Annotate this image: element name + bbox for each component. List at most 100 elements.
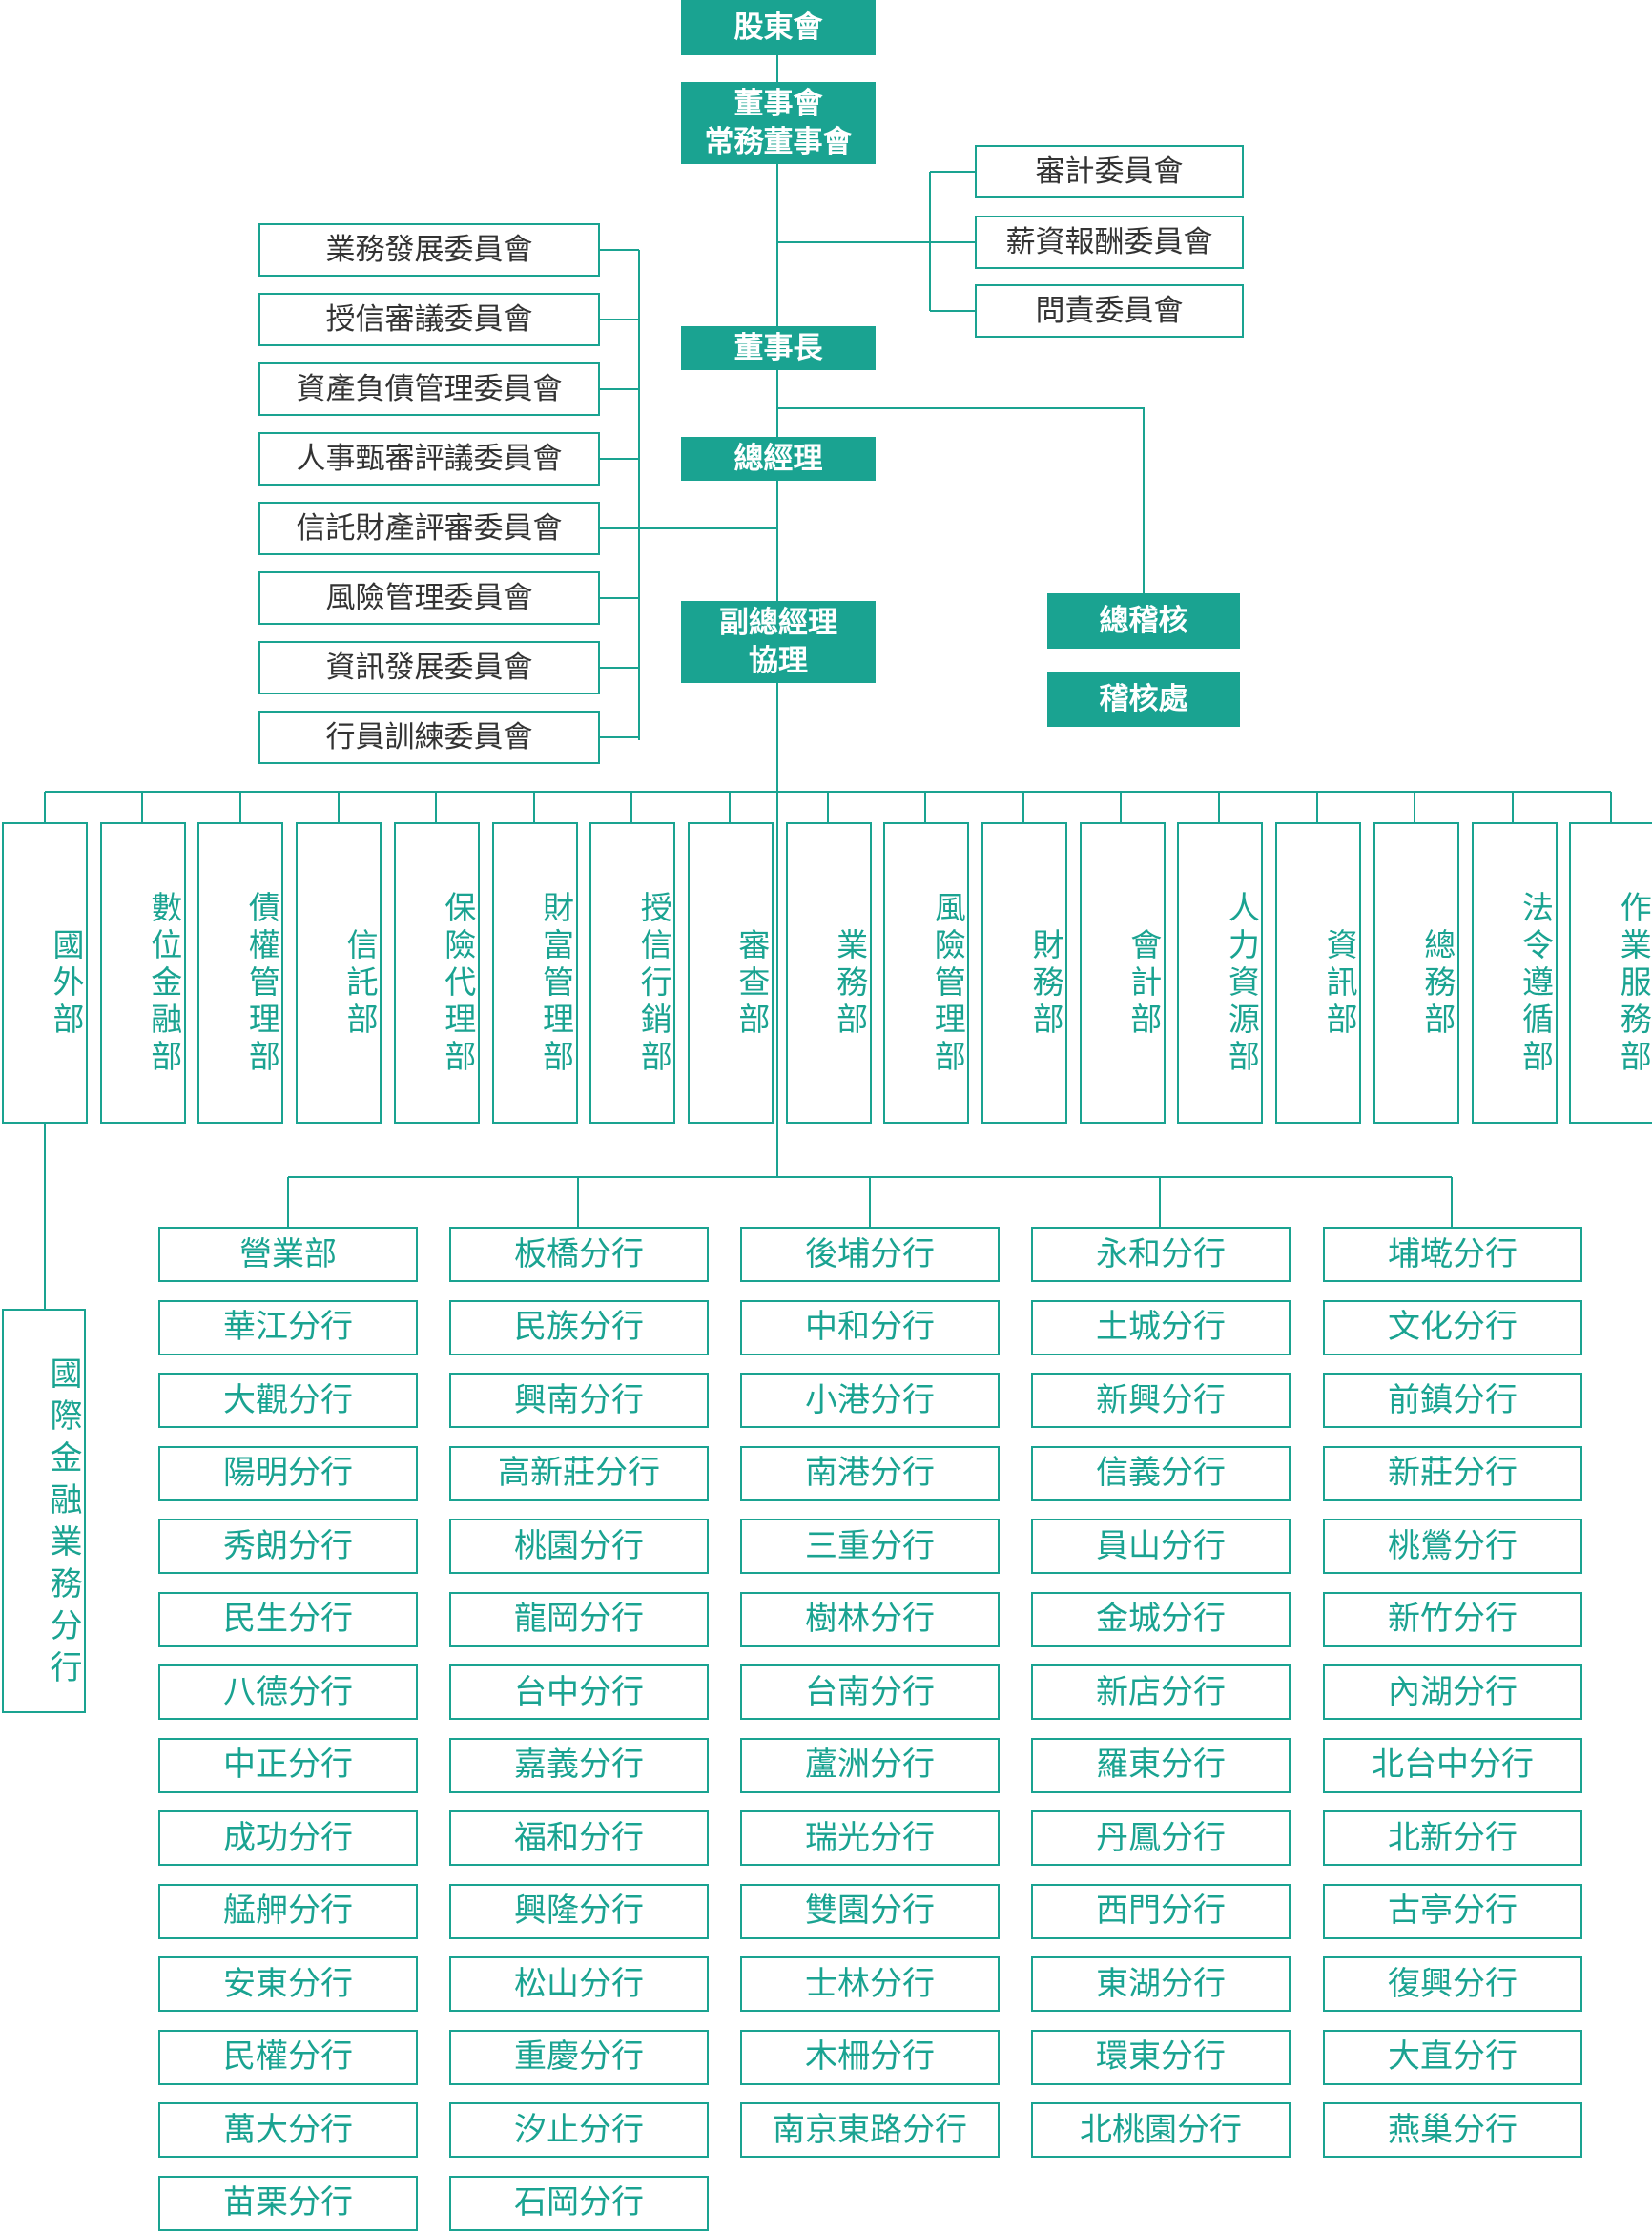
branch: 台中分行 [449,1664,709,1720]
branch: 民生分行 [158,1591,418,1647]
branch: 陽明分行 [158,1445,418,1501]
branch: 板橋分行 [449,1227,709,1282]
branch: 蘆洲分行 [740,1737,1000,1793]
branch: 大直分行 [1323,2029,1582,2085]
branch: 埔墘分行 [1323,1227,1582,1282]
vice-president-line: 協理 [749,644,808,678]
department: 作業服務部 [1569,822,1652,1124]
branch: 後埔分行 [740,1227,1000,1282]
branch: 古亭分行 [1323,1883,1582,1939]
branch: 八德分行 [158,1664,418,1720]
branch: 環東分行 [1031,2029,1291,2085]
branch: 松山分行 [449,1956,709,2012]
department: 授信行銷部 [589,822,676,1124]
branch: 金城分行 [1031,1591,1291,1647]
department: 國外部 [2,822,88,1124]
department: 總務部 [1373,822,1459,1124]
branch: 復興分行 [1323,1956,1582,2012]
branch: 桃園分行 [449,1519,709,1574]
audit-office: 稽核處 [1047,672,1240,727]
management-committee: 資產負債管理委員會 [258,362,600,416]
branch: 瑞光分行 [740,1810,1000,1866]
board-of-directors: 董事會常務董事會 [681,82,876,164]
branch: 木柵分行 [740,2029,1000,2085]
branch: 大觀分行 [158,1373,418,1428]
management-committee: 授信審議委員會 [258,293,600,346]
branch: 秀朗分行 [158,1519,418,1574]
branch: 北新分行 [1323,1810,1582,1866]
branch: 雙園分行 [740,1883,1000,1939]
branch: 西門分行 [1031,1883,1291,1939]
vice-president: 副總經理協理 [681,601,876,683]
management-committee: 資訊發展委員會 [258,641,600,694]
branch: 文化分行 [1323,1299,1582,1355]
branch: 北台中分行 [1323,1737,1582,1793]
management-committee: 行員訓練委員會 [258,711,600,764]
branch: 新店分行 [1031,1664,1291,1720]
branch: 營業部 [158,1227,418,1282]
department: 業務部 [785,822,872,1124]
branch: 華江分行 [158,1299,418,1355]
branch: 興隆分行 [449,1883,709,1939]
department: 保險代理部 [393,822,480,1124]
branch: 重慶分行 [449,2029,709,2085]
management-committee: 人事甄審評議委員會 [258,432,600,486]
chairman: 董事長 [681,326,876,370]
management-committee: 業務發展委員會 [258,223,600,277]
branch: 福和分行 [449,1810,709,1866]
department: 數位金融部 [99,822,186,1124]
branch: 中和分行 [740,1299,1000,1355]
branch: 員山分行 [1031,1519,1291,1574]
branch: 內湖分行 [1323,1664,1582,1720]
intl-banking-branch: 國際金融業務分行 [2,1309,86,1713]
department: 信託部 [296,822,382,1124]
branch: 龍岡分行 [449,1591,709,1647]
management-committee: 風險管理委員會 [258,571,600,625]
department: 風險管理部 [883,822,970,1124]
branch: 燕巢分行 [1323,2102,1582,2158]
branch: 新興分行 [1031,1373,1291,1428]
branch: 丹鳳分行 [1031,1810,1291,1866]
department: 審查部 [687,822,774,1124]
branch: 三重分行 [740,1519,1000,1574]
branch: 成功分行 [158,1810,418,1866]
vice-president-line: 副總經理 [719,605,837,640]
management-committee: 信託財產評審委員會 [258,502,600,555]
branch: 小港分行 [740,1373,1000,1428]
department: 財務部 [981,822,1067,1124]
branch: 苗栗分行 [158,2175,418,2231]
shareholders-meeting: 股東會 [681,0,876,55]
branch: 新莊分行 [1323,1445,1582,1501]
branch: 北桃園分行 [1031,2102,1291,2158]
branch: 土城分行 [1031,1299,1291,1355]
branch: 新竹分行 [1323,1591,1582,1647]
branch: 士林分行 [740,1956,1000,2012]
branch: 民族分行 [449,1299,709,1355]
chief-auditor: 總稽核 [1047,593,1240,649]
branch: 艋舺分行 [158,1883,418,1939]
board-committee: 審計委員會 [975,145,1244,198]
branch: 羅東分行 [1031,1737,1291,1793]
department: 人力資源部 [1177,822,1264,1124]
branch: 信義分行 [1031,1445,1291,1501]
branch: 前鎮分行 [1323,1373,1582,1428]
branch: 南京東路分行 [740,2102,1000,2158]
department: 財富管理部 [491,822,578,1124]
branch: 東湖分行 [1031,1956,1291,2012]
branch: 中正分行 [158,1737,418,1793]
president: 總經理 [681,437,876,481]
department: 債權管理部 [197,822,284,1124]
department: 會計部 [1079,822,1166,1124]
branch: 興南分行 [449,1373,709,1428]
branch: 樹林分行 [740,1591,1000,1647]
board-of-directors-line: 常務董事會 [704,125,853,159]
branch: 嘉義分行 [449,1737,709,1793]
branch: 石岡分行 [449,2175,709,2231]
department: 資訊部 [1275,822,1362,1124]
department: 法令遵循部 [1471,822,1558,1124]
branch: 台南分行 [740,1664,1000,1720]
branch: 南港分行 [740,1445,1000,1501]
branch: 萬大分行 [158,2102,418,2158]
branch: 民權分行 [158,2029,418,2085]
board-committee: 問責委員會 [975,284,1244,338]
